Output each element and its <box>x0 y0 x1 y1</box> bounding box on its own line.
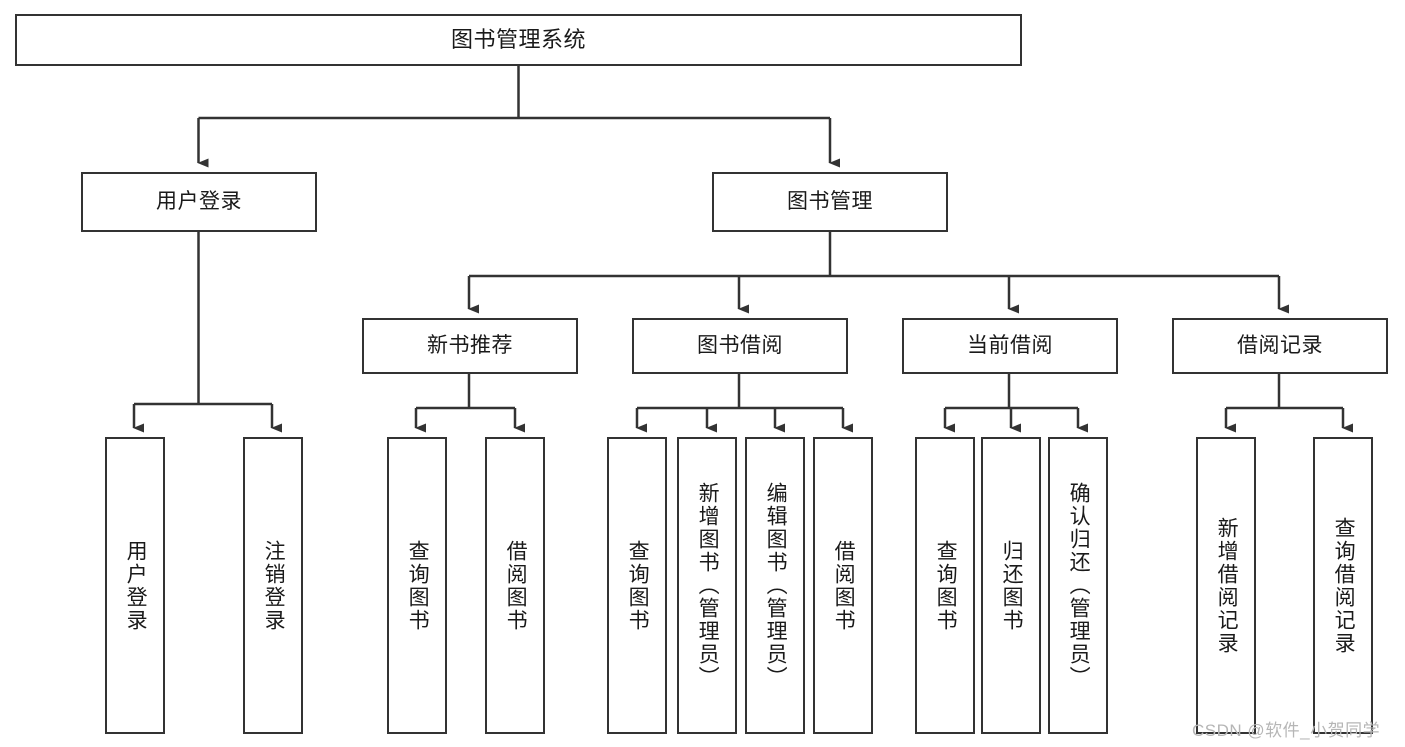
node-leaf-add-record[interactable]: 新增借阅记录 <box>1196 437 1256 734</box>
node-label: 归还图书 <box>1000 539 1024 632</box>
node-label: 图书管理 <box>787 189 873 213</box>
node-label: 新增图书（管理员） <box>696 482 720 689</box>
node-label: 编辑图书（管理员） <box>764 482 788 689</box>
node-book-manage[interactable]: 图书管理 <box>712 172 948 232</box>
node-leaf-user-login[interactable]: 用户登录 <box>105 437 165 734</box>
node-label: 用户登录 <box>156 189 242 213</box>
node-current-borrow[interactable]: 当前借阅 <box>902 318 1118 374</box>
node-book-borrow[interactable]: 图书借阅 <box>632 318 848 374</box>
node-label: 图书管理系统 <box>450 27 586 53</box>
node-label: 借阅图书 <box>832 539 856 632</box>
node-label: 图书借阅 <box>697 333 783 357</box>
node-leaf-logout[interactable]: 注销登录 <box>243 437 303 734</box>
node-root-system[interactable]: 图书管理系统 <box>15 14 1022 66</box>
csdn-watermark: CSDN @软件_小贺同学 <box>1192 721 1381 740</box>
node-leaf-borrow-book-2[interactable]: 借阅图书 <box>813 437 873 734</box>
node-leaf-edit-book[interactable]: 编辑图书（管理员） <box>745 437 805 734</box>
node-borrow-record[interactable]: 借阅记录 <box>1172 318 1388 374</box>
node-label: 用户登录 <box>124 539 148 632</box>
node-leaf-return-book[interactable]: 归还图书 <box>981 437 1041 734</box>
node-new-book-rec[interactable]: 新书推荐 <box>362 318 578 374</box>
node-leaf-query-book-2[interactable]: 查询图书 <box>607 437 667 734</box>
node-user-login[interactable]: 用户登录 <box>81 172 317 232</box>
node-leaf-query-book-1[interactable]: 查询图书 <box>387 437 447 734</box>
node-label: 借阅图书 <box>504 539 528 632</box>
node-leaf-add-book[interactable]: 新增图书（管理员） <box>677 437 737 734</box>
node-leaf-query-record[interactable]: 查询借阅记录 <box>1313 437 1373 734</box>
node-label: 查询图书 <box>934 539 958 632</box>
node-label: 注销登录 <box>262 539 286 632</box>
node-label: 确认归还（管理员） <box>1067 482 1091 689</box>
node-leaf-query-book-3[interactable]: 查询图书 <box>915 437 975 734</box>
node-label: 借阅记录 <box>1237 333 1323 357</box>
node-leaf-confirm-return[interactable]: 确认归还（管理员） <box>1048 437 1108 734</box>
node-label: 查询图书 <box>626 539 650 632</box>
node-label: 查询借阅记录 <box>1332 516 1356 655</box>
node-leaf-borrow-book-1[interactable]: 借阅图书 <box>485 437 545 734</box>
node-label: 当前借阅 <box>967 333 1053 357</box>
node-label: 新增借阅记录 <box>1215 516 1239 655</box>
node-label: 查询图书 <box>406 539 430 632</box>
node-label: 新书推荐 <box>427 333 513 357</box>
